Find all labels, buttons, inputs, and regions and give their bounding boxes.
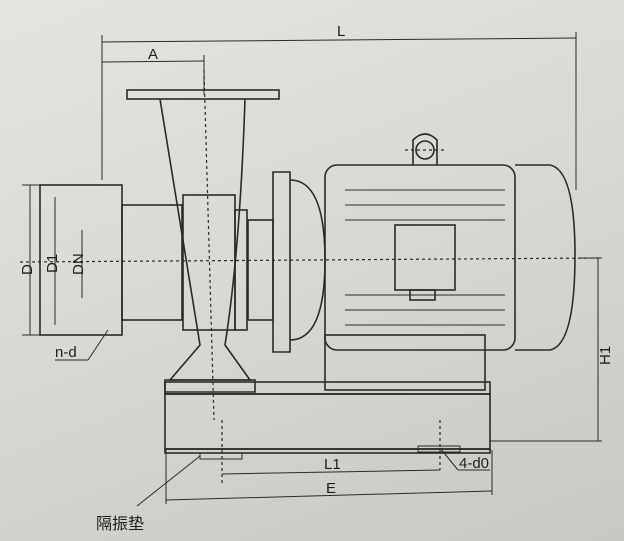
- dimension-A: A: [101, 46, 205, 95]
- label-DN: DN: [70, 253, 87, 275]
- base-frame: [164, 381, 491, 485]
- dimension-H1: H1: [490, 257, 614, 442]
- label-4-d0: 4-d0: [459, 455, 489, 472]
- label-L1: L1: [324, 456, 341, 473]
- label-E: E: [326, 480, 336, 497]
- label-n-d: n-d: [55, 344, 77, 361]
- motor: [324, 133, 576, 391]
- label-isolation-pad: 隔振垫: [96, 514, 144, 533]
- label-H1: H1: [597, 346, 614, 365]
- dimension-L: L: [101, 23, 577, 190]
- dimension-L1-E: L1 E 4-d0: [165, 447, 493, 504]
- suction-flange: D D1 DN n-d: [19, 184, 601, 361]
- pump-casing: [126, 69, 280, 421]
- label-L: L: [337, 23, 345, 40]
- isolation-pad-callout: 隔振垫: [96, 455, 201, 533]
- label-D1: D1: [44, 254, 61, 273]
- bearing-bracket: [234, 171, 326, 353]
- label-D: D: [19, 264, 36, 275]
- label-A: A: [148, 46, 158, 63]
